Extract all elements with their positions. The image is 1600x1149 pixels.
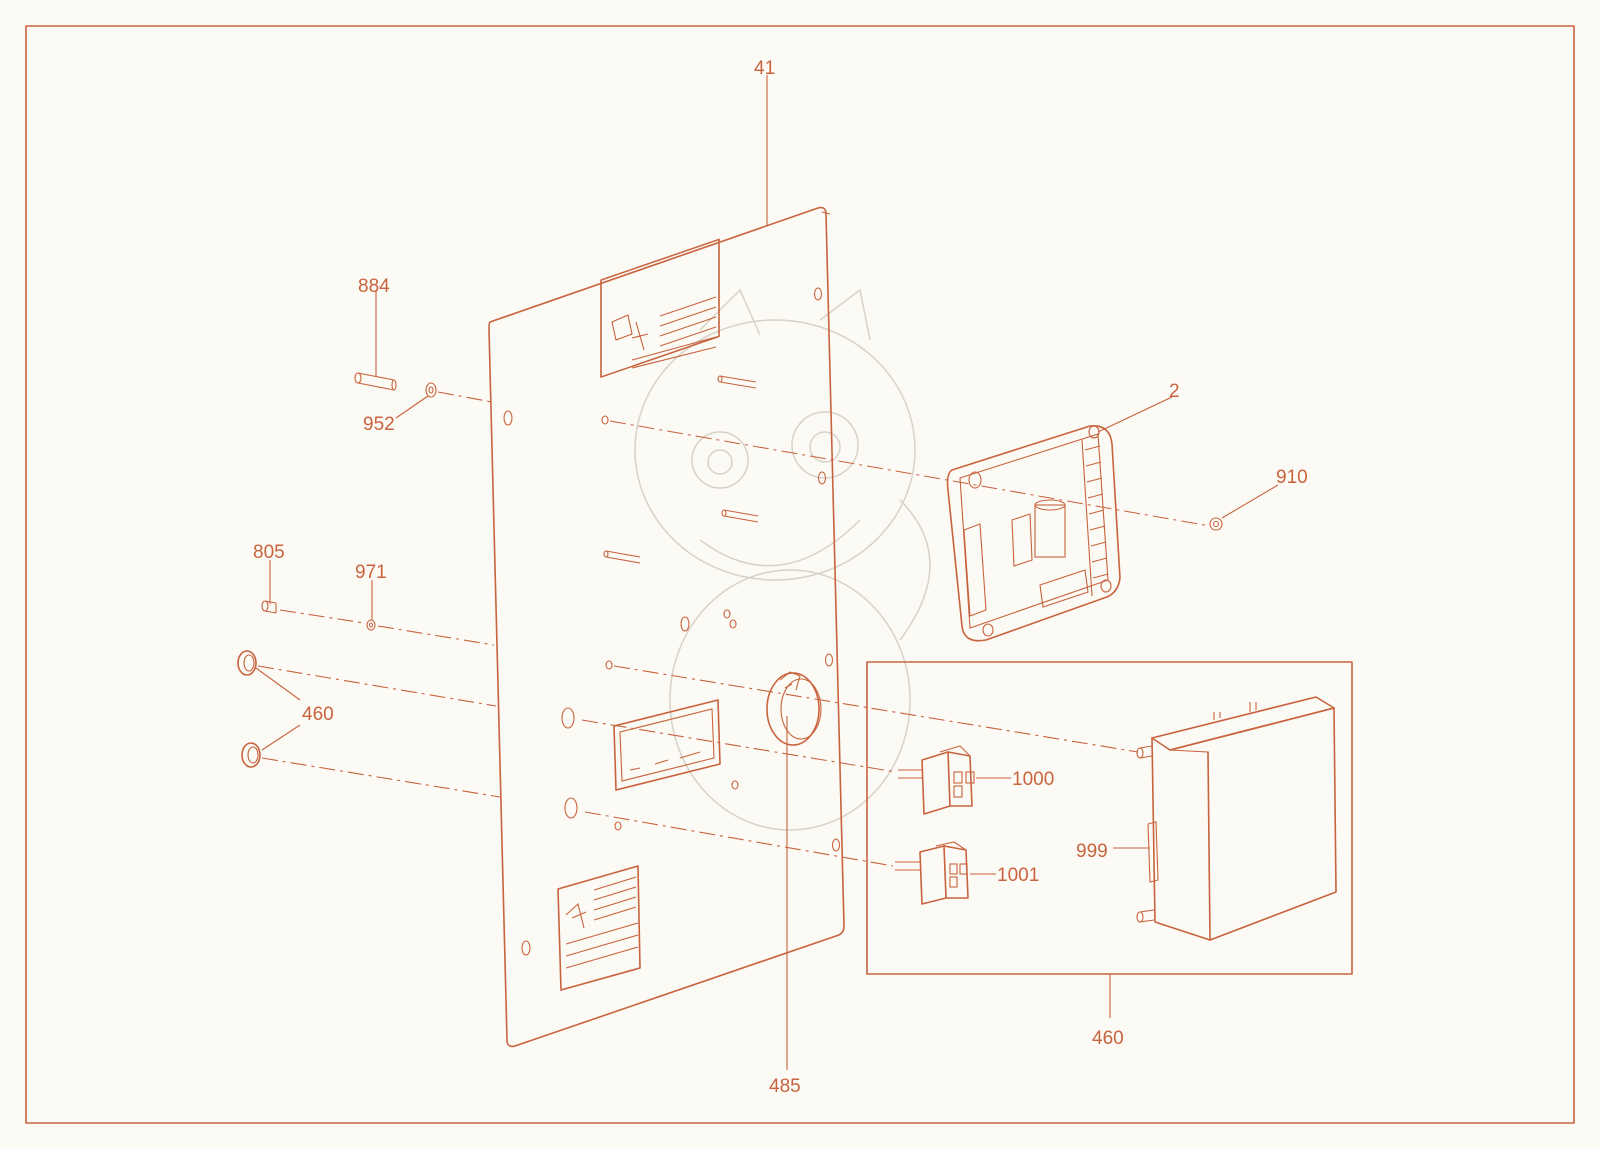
label-952: 952 — [363, 414, 395, 435]
leader-lines — [255, 75, 1279, 1070]
drawing-frame — [25, 25, 1575, 1124]
label-460-assembly: 460 — [1092, 1028, 1124, 1049]
nut-910 — [1209, 517, 1223, 531]
rotary-knob — [766, 671, 822, 746]
label-999: 999 — [1076, 841, 1108, 862]
label-1001: 1001 — [997, 865, 1039, 886]
pin-884 — [354, 372, 397, 391]
control-module — [946, 425, 1121, 642]
panel-holes — [503, 287, 841, 956]
screw-805 — [261, 600, 277, 614]
switch-1001 — [895, 841, 969, 905]
label-1000: 1000 — [1012, 769, 1054, 790]
washer-971 — [366, 619, 376, 631]
display-window — [613, 699, 721, 791]
subassembly-box — [866, 661, 1353, 975]
label-460-grommets: 460 — [302, 704, 334, 725]
washer-952 — [425, 382, 437, 398]
switch-1000 — [898, 745, 975, 815]
front-panel — [488, 206, 845, 1048]
label-2: 2 — [1169, 381, 1180, 402]
label-41: 41 — [754, 58, 775, 79]
warning-icon-top — [611, 314, 649, 351]
label-485: 485 — [769, 1076, 801, 1097]
warning-label-top — [600, 238, 720, 378]
label-805: 805 — [253, 542, 285, 563]
label-884: 884 — [358, 276, 390, 297]
label-910: 910 — [1276, 467, 1308, 488]
watermark-mascot — [634, 288, 931, 831]
warning-label-bottom — [557, 865, 641, 991]
label-971: 971 — [355, 562, 387, 583]
grommet-lower — [241, 742, 261, 768]
grommet-upper — [237, 650, 257, 676]
component-999 — [1136, 696, 1337, 941]
